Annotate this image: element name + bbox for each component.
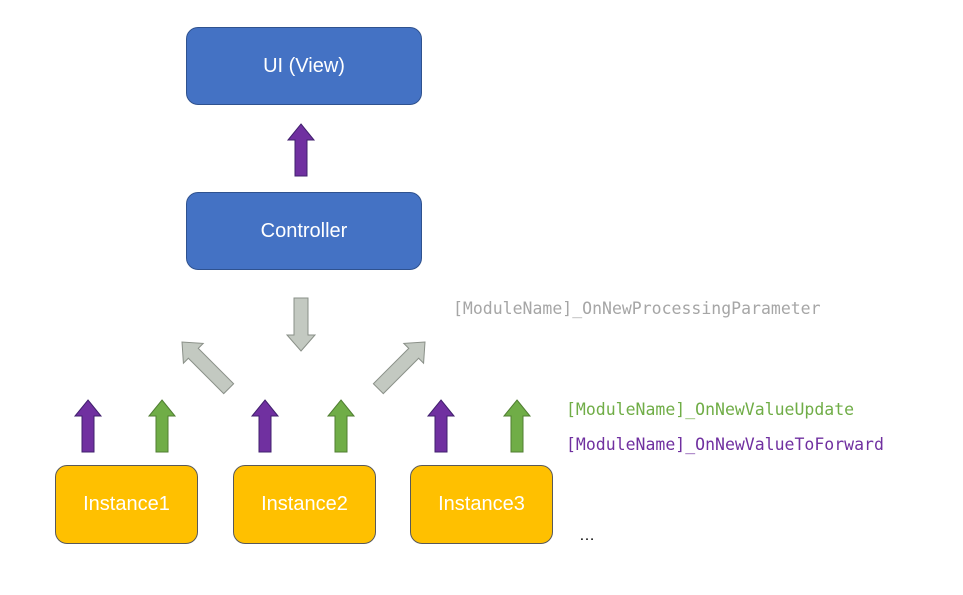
ui-view-node: UI (View) — [186, 27, 422, 105]
controller-node: Controller — [186, 192, 422, 270]
up-arrow-icon — [502, 399, 532, 453]
instance3-label: Instance3 — [438, 493, 525, 515]
up-arrow-icon — [426, 399, 456, 453]
instance2-label: Instance2 — [261, 493, 348, 515]
processing-parameter-label: [ModuleName]_OnNewProcessingParameter — [453, 299, 821, 318]
ui-view-label: UI (View) — [263, 54, 345, 77]
controller-label: Controller — [260, 219, 348, 242]
down-arrow-icon — [285, 297, 317, 352]
instance3-node: Instance3 — [410, 465, 553, 544]
instance1-node: Instance1 — [55, 465, 198, 544]
up-arrow-icon — [326, 399, 356, 453]
up-arrow-icon — [73, 399, 103, 453]
value-to-forward-label: [ModuleName]_OnNewValueToForward — [566, 435, 884, 454]
up-arrow-icon — [250, 399, 280, 453]
more-instances-ellipsis: … — [579, 527, 595, 544]
up-arrow-icon — [286, 123, 316, 177]
instance2-node: Instance2 — [233, 465, 376, 544]
up-arrow-icon — [147, 399, 177, 453]
down-left-arrow-icon — [181, 341, 235, 395]
value-update-label: [ModuleName]_OnNewValueUpdate — [566, 400, 855, 419]
instance1-label: Instance1 — [83, 493, 170, 515]
down-right-arrow-icon — [372, 341, 426, 395]
